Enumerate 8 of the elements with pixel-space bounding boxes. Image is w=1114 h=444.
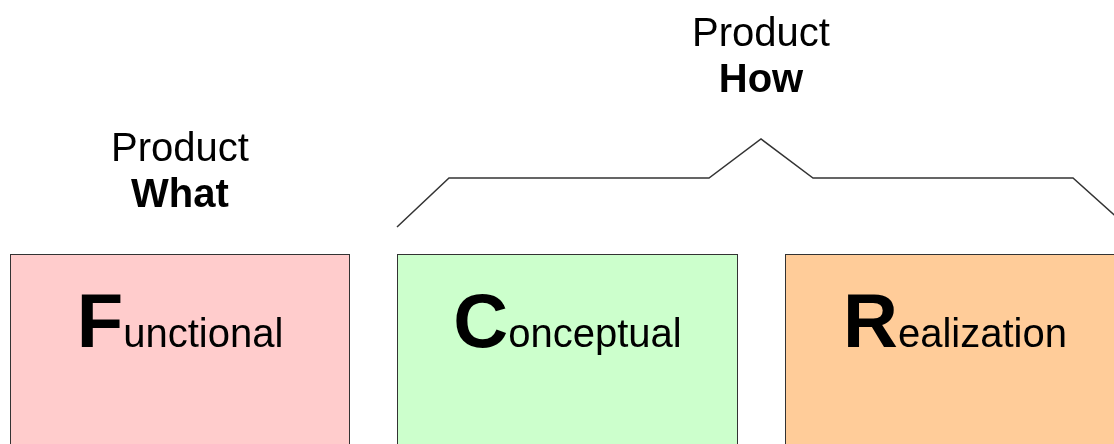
box-title: Functional bbox=[75, 277, 285, 364]
box-title: Realization bbox=[842, 277, 1068, 364]
box-title: Conceptual bbox=[452, 277, 683, 364]
heading: Product How bbox=[691, 9, 831, 101]
process-box bbox=[785, 254, 1114, 444]
heading: Product What bbox=[110, 124, 250, 216]
process-box bbox=[10, 254, 350, 444]
process-box bbox=[397, 254, 738, 444]
